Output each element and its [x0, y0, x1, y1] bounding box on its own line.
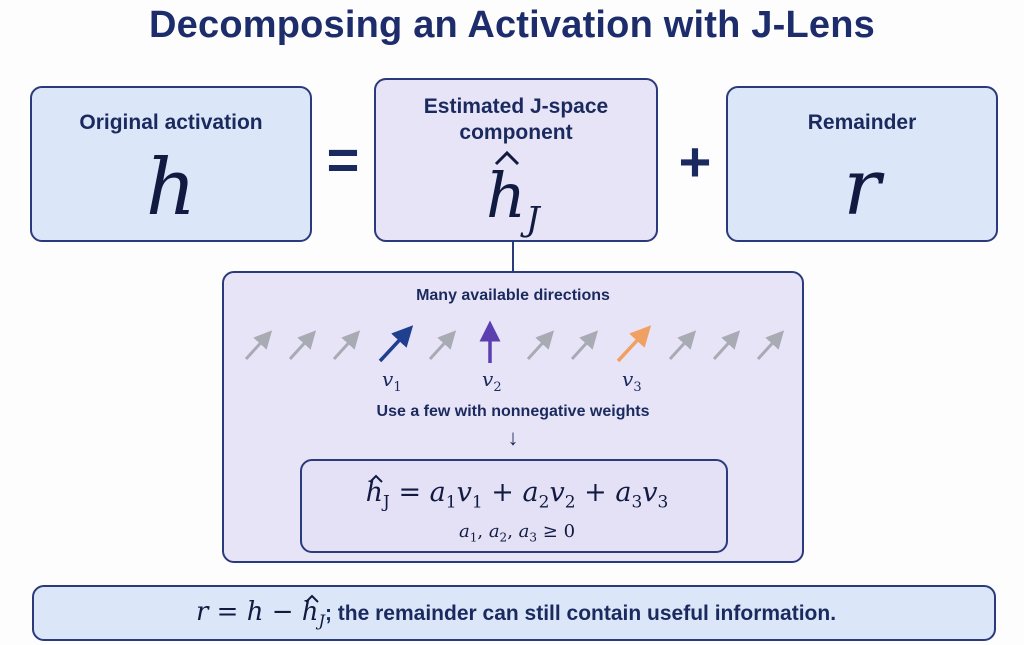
direction-arrow-gray: [526, 330, 555, 361]
v3-label: v3: [622, 367, 642, 395]
original-activation-box: Original activation h: [30, 86, 312, 242]
remainder-label: Remainder: [807, 111, 917, 134]
down-arrow-icon: ↓: [507, 425, 519, 450]
directions-heading: Many available directions: [416, 287, 610, 304]
direction-arrow-gray: [332, 330, 361, 361]
equals-operator: =: [326, 128, 360, 191]
formula-main: hJ = a1v1 + a2v2 + a3v3: [342, 474, 692, 512]
formula-box: hJ = a1v1 + a2v2 + a3v3 a1, a2, a3 ≥ 0: [300, 459, 728, 553]
hat-icon: [305, 594, 319, 603]
formula-hat-h: h: [366, 474, 383, 508]
estimated-component-label-line1: Estimated J-space: [423, 95, 609, 118]
remainder-symbol: r: [843, 143, 881, 233]
estimated-component-label-line2: component: [459, 121, 573, 144]
direction-arrow-gray: [244, 330, 273, 361]
estimated-component-sub: J: [525, 199, 540, 240]
direction-arrow-gray: [288, 330, 317, 361]
hat-h-symbol: h: [486, 150, 526, 234]
direction-arrow-gray: [668, 330, 697, 361]
bottom-hat-h: h: [302, 594, 319, 627]
direction-arrow-gray: [428, 330, 457, 361]
direction-arrow-v3: [616, 325, 652, 363]
directions-panel: Many available directions: [222, 271, 804, 563]
hat-icon: [494, 150, 520, 166]
direction-arrow-v1: [378, 325, 414, 363]
direction-arrow-gray: [756, 330, 785, 361]
v2-label: v2: [482, 367, 502, 395]
remainder-box: Remainder r: [726, 86, 998, 242]
instruction-text: Use a few with nonnegative weights: [376, 403, 650, 420]
direction-arrow-gray: [570, 330, 599, 361]
direction-arrow-gray: [712, 330, 741, 361]
original-activation-symbol: h: [145, 143, 197, 233]
bottom-statement: r = h − hJ; the remainder can still cont…: [34, 594, 998, 630]
direction-arrows: [244, 320, 785, 363]
hat-icon: [368, 474, 383, 483]
plus-operator: +: [678, 130, 712, 193]
formula-constraint: a1, a2, a3 ≥ 0: [458, 521, 576, 545]
original-activation-label: Original activation: [79, 111, 263, 134]
v1-label: v1: [382, 367, 402, 395]
estimated-component-symbol: h J: [486, 150, 586, 240]
diagram-title: Decomposing an Activation with J-Lens: [149, 4, 875, 46]
bottom-banner: r = h − hJ; the remainder can still cont…: [32, 585, 996, 641]
connector-line: [512, 242, 514, 272]
estimated-component-box: Estimated J-space component h J: [374, 78, 658, 242]
